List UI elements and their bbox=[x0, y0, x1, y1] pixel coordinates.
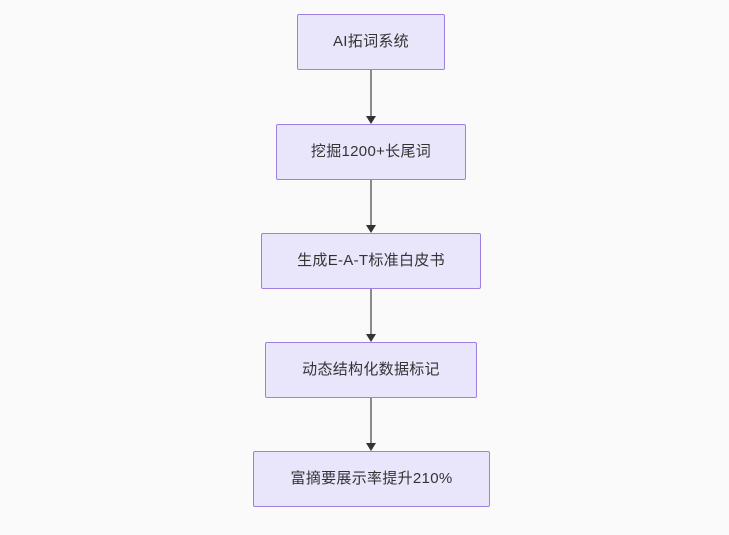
flow-node-5-label: 富摘要展示率提升210% bbox=[290, 470, 453, 487]
flow-node-2-label: 挖掘1200+长尾词 bbox=[310, 143, 432, 160]
arrowhead-down-icon bbox=[366, 116, 376, 124]
flow-node-1[interactable]: AI拓词系统 bbox=[297, 14, 445, 70]
flow-node-1-label: AI拓词系统 bbox=[333, 33, 409, 50]
flow-node-4-label: 动态结构化数据标记 bbox=[302, 361, 440, 378]
flow-node-4[interactable]: 动态结构化数据标记 bbox=[265, 342, 477, 398]
flow-node-3-label: 生成E-A-T标准白皮书 bbox=[297, 252, 445, 269]
edge-line bbox=[370, 180, 372, 225]
flow-node-2[interactable]: 挖掘1200+长尾词 bbox=[276, 124, 466, 180]
edge-line bbox=[370, 289, 372, 334]
arrowhead-down-icon bbox=[366, 443, 376, 451]
arrowhead-down-icon bbox=[366, 225, 376, 233]
arrowhead-down-icon bbox=[366, 334, 376, 342]
flow-node-3[interactable]: 生成E-A-T标准白皮书 bbox=[261, 233, 481, 289]
flow-node-5[interactable]: 富摘要展示率提升210% bbox=[253, 451, 490, 507]
edge-line bbox=[370, 398, 372, 443]
edge-line bbox=[370, 70, 372, 116]
